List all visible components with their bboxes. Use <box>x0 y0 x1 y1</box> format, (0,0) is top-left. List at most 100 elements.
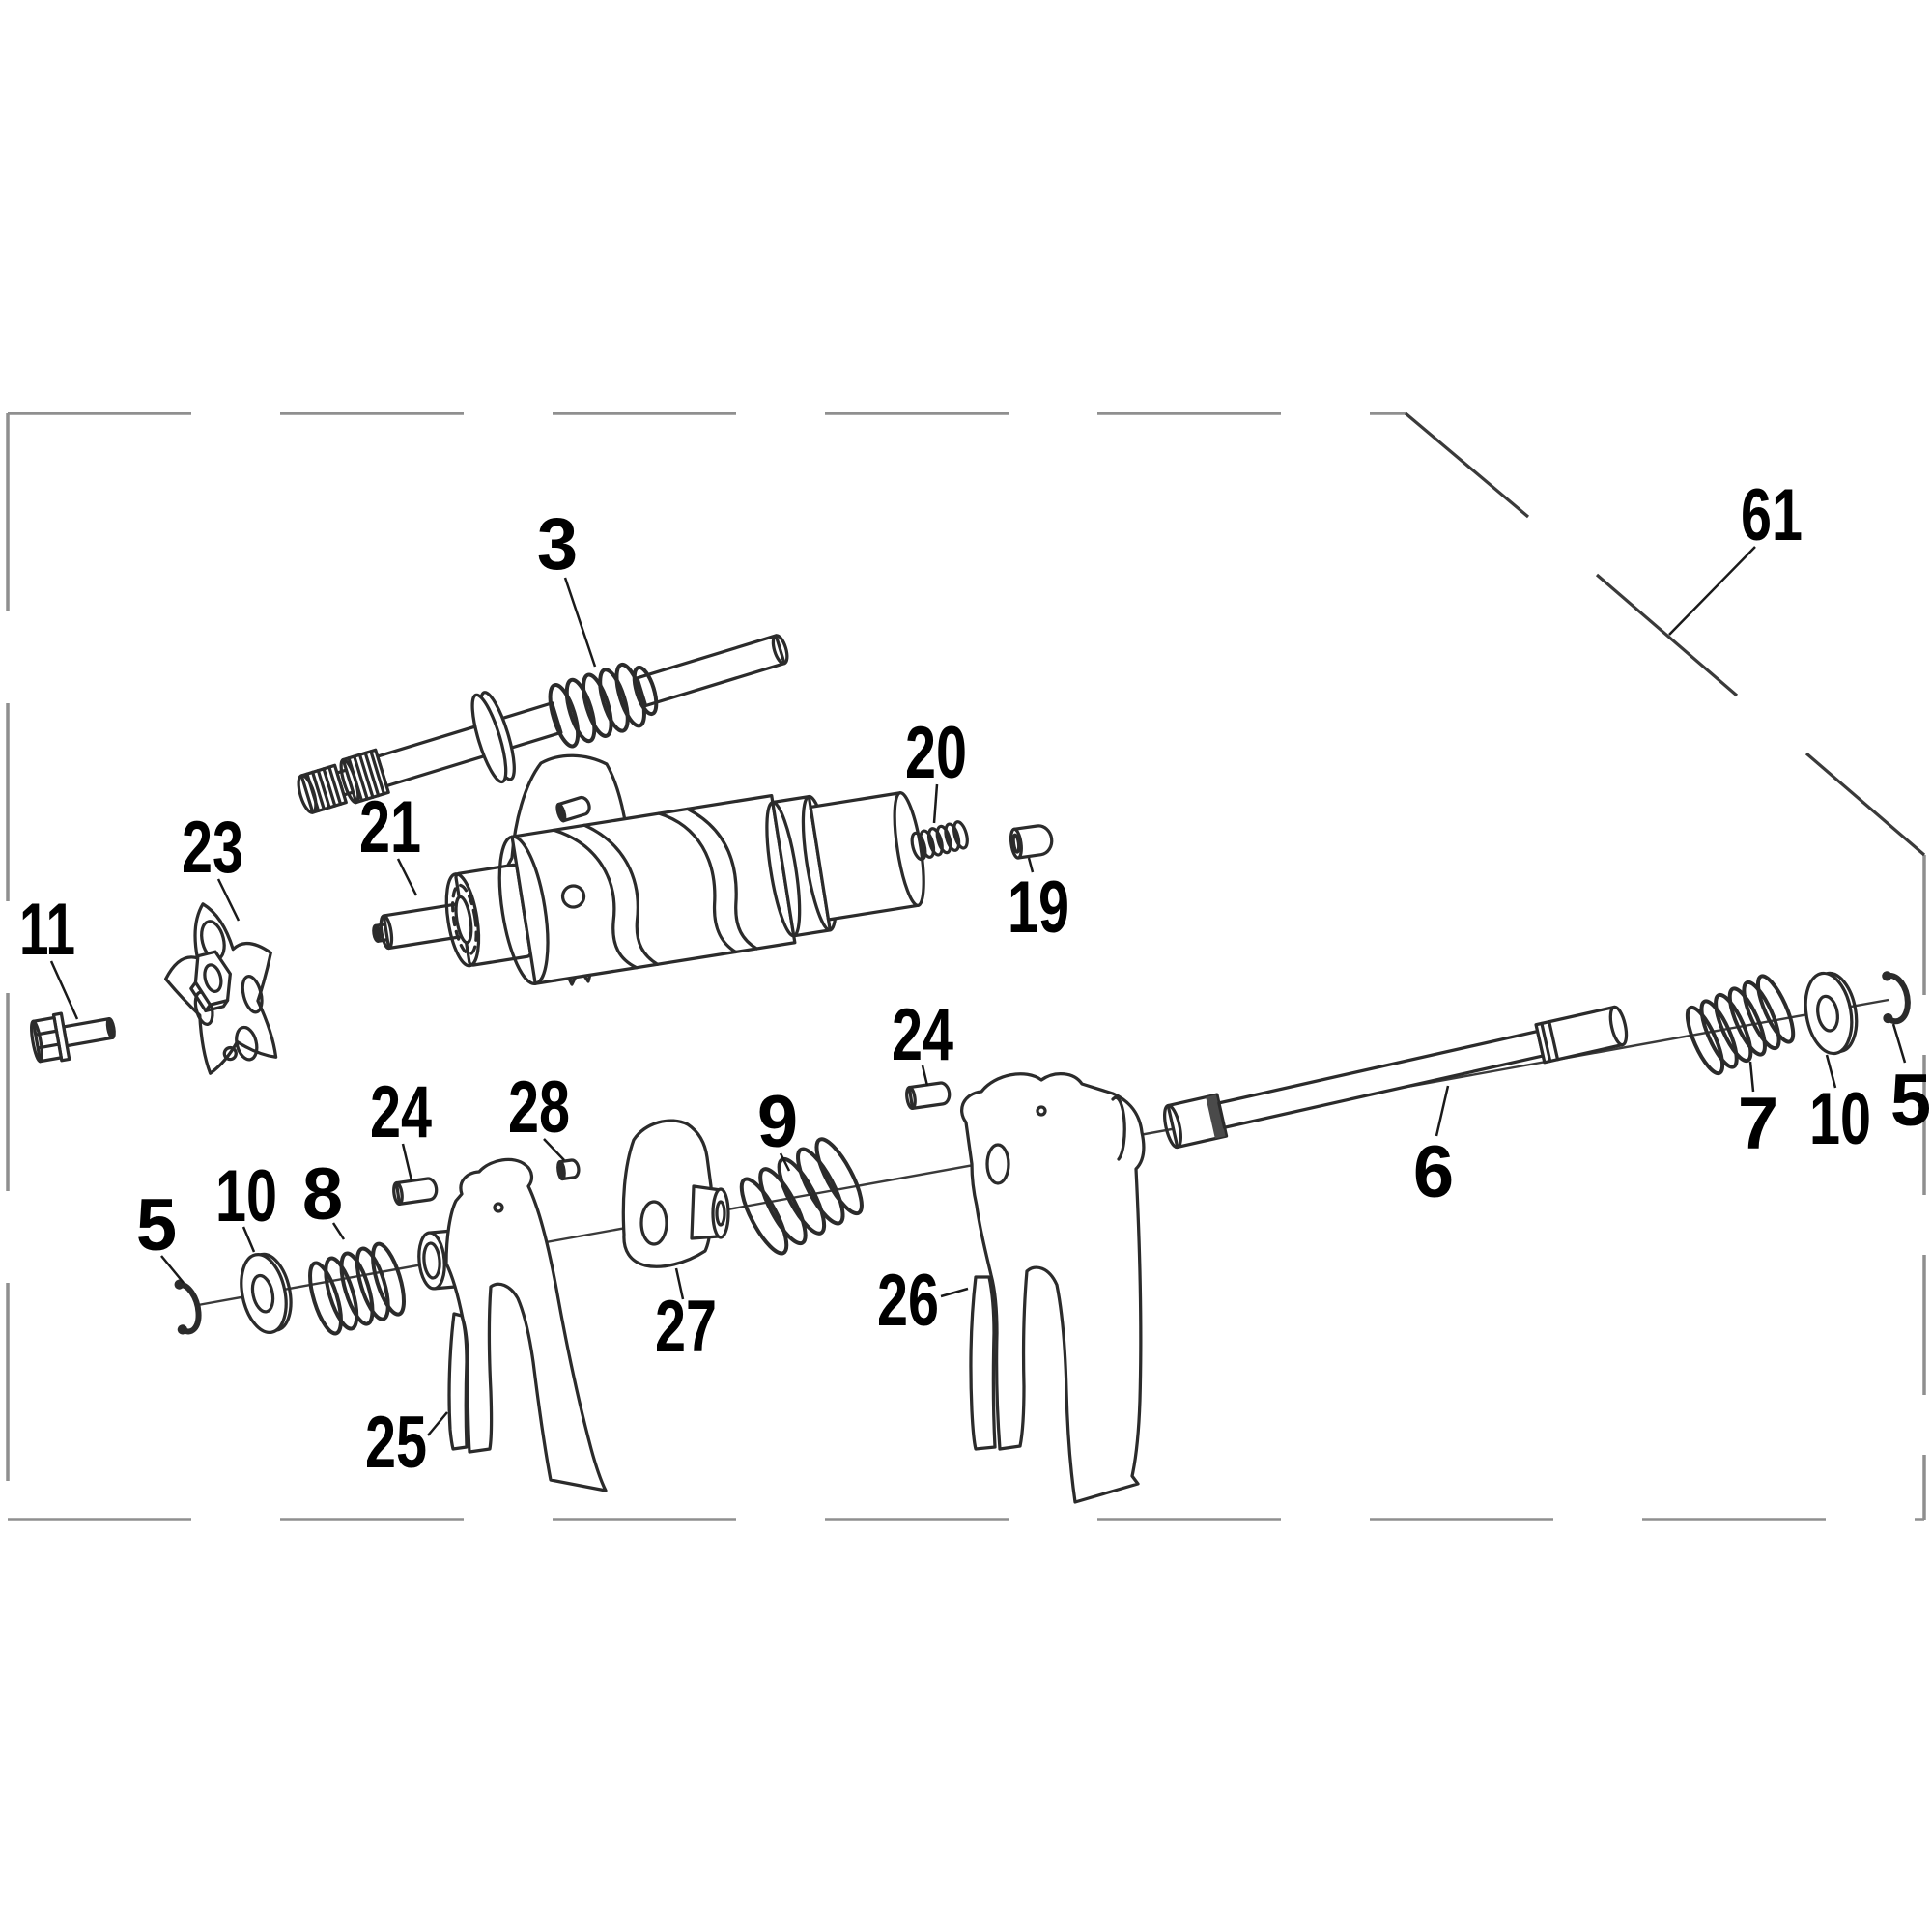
part-label-25: 25 <box>365 1402 427 1484</box>
part-washer-right <box>1804 971 1859 1056</box>
part-circlip-left <box>174 1279 202 1335</box>
leader-5-right <box>1891 1023 1907 1064</box>
cam-follower-boss-face <box>711 1187 730 1239</box>
drum-tip-pin-face <box>372 923 382 943</box>
leader-9 <box>779 1152 791 1172</box>
part-label-20: 20 <box>905 712 967 794</box>
cam-plate-hole-2 <box>241 975 264 1014</box>
drum-barrel-face <box>497 835 550 985</box>
fork-right-dot <box>1036 1105 1047 1117</box>
circlip-left-lug-2 <box>177 1324 187 1335</box>
spindle-shaft-mid <box>498 701 563 751</box>
part-dowel-pin-small <box>556 1158 581 1181</box>
shaft-dark-band <box>1206 1094 1226 1139</box>
part-detent-plug <box>1009 824 1054 860</box>
fork-right-body <box>960 1072 1146 1504</box>
spindle-spline-1-face <box>297 774 318 814</box>
plug-face-inner <box>1011 833 1021 854</box>
leader-24-right <box>921 1065 929 1087</box>
bolt-tip <box>105 1016 116 1039</box>
diagram-frame <box>6 412 1926 1521</box>
circlip-right-lug-1 <box>1882 971 1892 981</box>
part-label-27: 27 <box>655 1286 717 1368</box>
part-fork-spring-left <box>308 1241 407 1336</box>
part-label-24-right: 24 <box>892 994 953 1076</box>
leader-11 <box>49 960 79 1020</box>
spindle-shaft <box>297 634 789 814</box>
drum-guide-hole <box>560 884 586 909</box>
leader-27 <box>674 1267 685 1300</box>
washer-right-hole <box>1816 994 1839 1033</box>
fork-right-inner-prong <box>969 1275 997 1451</box>
fork-left-dot <box>493 1202 504 1213</box>
leader-24-left <box>401 1143 413 1181</box>
drum-groove-2b <box>686 807 758 951</box>
frame-corner-diagonal-2 <box>1595 573 1739 697</box>
part-label-23: 23 <box>182 807 243 889</box>
part-cam-follower <box>621 1119 730 1268</box>
part-label-24-left: 24 <box>370 1071 432 1153</box>
bolt-head-face <box>30 1019 43 1064</box>
bolt-hex-head <box>31 1015 63 1064</box>
part-fork-shaft <box>1163 1005 1629 1150</box>
spindle-shaft-right <box>636 634 786 708</box>
leader-lines <box>49 546 1907 1436</box>
part-shift-cam-plate <box>164 902 278 1075</box>
part-label-6: 6 <box>1413 1131 1454 1213</box>
cam-plate-hex-boss-side <box>189 980 230 1013</box>
frame-corner-diagonal-3 <box>1804 752 1926 857</box>
drum-hub-splines <box>451 883 478 956</box>
part-label-9: 9 <box>757 1081 798 1163</box>
cam-plate-hole-5 <box>222 1045 238 1062</box>
leader-26 <box>940 1287 969 1298</box>
part-label-3: 3 <box>537 503 578 585</box>
shaft-end-face <box>1608 1005 1629 1047</box>
part-shift-fork-left <box>417 1157 608 1492</box>
fork-left-inner-prong <box>447 1312 469 1451</box>
leader-28 <box>543 1138 565 1161</box>
cam-follower-boss-hole <box>715 1200 726 1227</box>
drum-hub-bore <box>454 895 473 945</box>
leader-19 <box>1027 857 1035 873</box>
part-label-10-right: 10 <box>1809 1078 1871 1160</box>
drum-groove-2a <box>657 811 738 954</box>
leader-6 <box>1435 1085 1450 1137</box>
circlip-right-ring <box>1884 972 1911 1025</box>
drum-collar-face-l <box>765 800 802 938</box>
shaft-left-face <box>1163 1103 1182 1150</box>
leader-23 <box>216 878 241 922</box>
cam-plate-hole-3 <box>235 1025 259 1062</box>
washer-right-rim <box>1826 971 1859 1053</box>
part-shift-drum <box>372 791 925 985</box>
spindle-washer <box>470 693 508 784</box>
part-label-7: 7 <box>1738 1083 1778 1165</box>
cam-plate-center-hole <box>203 963 223 993</box>
part-label-21: 21 <box>359 786 421 868</box>
frame-corner-diagonal-1 <box>1404 412 1530 519</box>
leader-3 <box>563 577 597 668</box>
circlip-left-ring <box>176 1281 202 1335</box>
part-washer-left <box>240 1252 293 1334</box>
drum-groove-1b <box>582 823 660 966</box>
part-dowel-pin-right <box>905 1081 952 1110</box>
part-label-10-left: 10 <box>215 1155 277 1237</box>
bolt-shank <box>62 1016 115 1048</box>
leader-61 <box>1668 546 1756 636</box>
drum-front-shaft-face <box>379 914 394 951</box>
fork-left-bore-inner <box>422 1241 441 1280</box>
part-flange-bolt <box>30 1011 116 1064</box>
fork-left-body <box>444 1157 608 1492</box>
part-label-5-right: 5 <box>1890 1060 1931 1142</box>
part-labels: 3 61 23 21 11 20 19 24 28 9 24 26 27 25 … <box>19 474 1931 1484</box>
part-label-26: 26 <box>877 1260 939 1342</box>
washer-left-outer <box>240 1253 288 1334</box>
leader-10-right <box>1825 1054 1837 1089</box>
spindle-shaft-end <box>771 634 789 666</box>
part-detent-spring <box>910 820 969 862</box>
washer-left-hole <box>250 1273 275 1314</box>
cam-follower-hole <box>639 1200 668 1246</box>
part-fork-spring-mid <box>739 1137 864 1256</box>
leader-25 <box>427 1411 448 1436</box>
